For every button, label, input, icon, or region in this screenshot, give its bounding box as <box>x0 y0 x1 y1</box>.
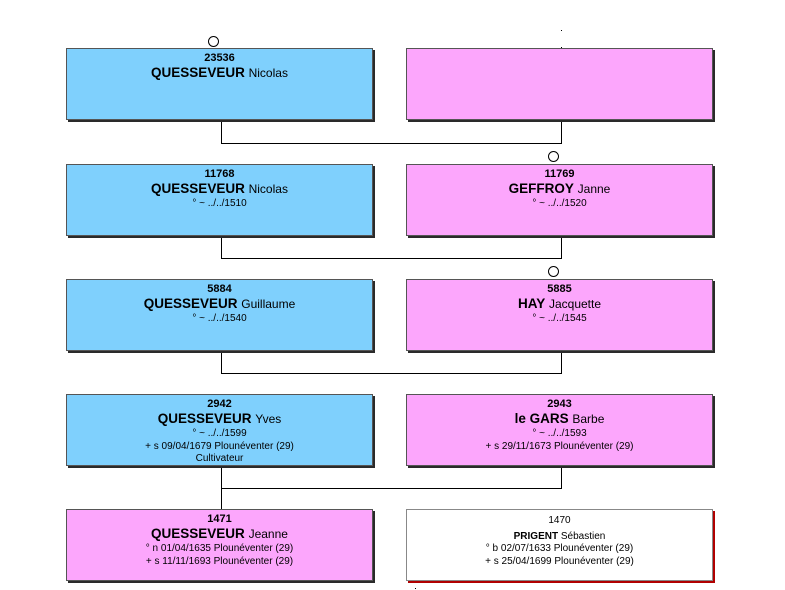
person-box-23536[interactable]: 23536 QUESSEVEUR Nicolas <box>66 48 373 120</box>
surname: QUESSEVEUR <box>157 411 252 426</box>
connector-line <box>221 237 222 259</box>
connector-line <box>561 237 562 259</box>
birth-detail: ° ~ ../../1540 <box>192 313 247 324</box>
surname: QUESSEVEUR <box>151 65 245 80</box>
connector-line <box>221 258 562 259</box>
given-name: Guillaume <box>241 297 296 311</box>
person-name: QUESSEVEUR Yves <box>67 410 372 428</box>
given-name: Jeanne <box>248 527 288 541</box>
connector-line <box>561 467 562 489</box>
sosa-number: 23536 <box>204 52 235 64</box>
connector-line <box>221 352 222 374</box>
given-name: Sébastien <box>560 531 606 542</box>
sosa-number: 2942 <box>207 398 232 410</box>
birth-detail: ° n 01/04/1635 Plounéventer (29) <box>145 543 294 554</box>
person-name: PRIGENT Sébastien <box>407 531 712 543</box>
sosa-number: 2943 <box>547 398 572 410</box>
collapse-circle-icon[interactable] <box>208 36 219 47</box>
person-box-11768[interactable]: 11768 QUESSEVEUR Nicolas ° ~ ../../1510 <box>66 164 373 236</box>
person-box-5885[interactable]: 5885 HAY Jacquette ° ~ ../../1545 <box>406 279 713 351</box>
person-box-2943[interactable]: 2943 le GARS Barbe ° ~ ../../1593 + s 29… <box>406 394 713 466</box>
death-detail: + s 25/04/1699 Plounéventer (29) <box>485 555 634 567</box>
surname: GEFFROY <box>508 181 574 196</box>
person-name: QUESSEVEUR Nicolas <box>67 180 372 198</box>
person-name: HAY Jacquette <box>407 295 712 313</box>
surname: QUESSEVEUR <box>143 296 238 311</box>
surname: QUESSEVEUR <box>151 526 245 541</box>
given-name: Nicolas <box>248 182 288 196</box>
occupation-detail: Cultivateur <box>195 453 244 464</box>
person-name: QUESSEVEUR Nicolas <box>67 64 372 82</box>
surname: PRIGENT <box>513 531 559 542</box>
connector-line <box>221 488 222 509</box>
surname: HAY <box>517 296 546 311</box>
person-box-1470[interactable]: 1470 PRIGENT Sébastien ° b 02/07/1633 Pl… <box>406 509 713 581</box>
connector-line <box>221 122 222 144</box>
person-box-1471[interactable]: 1471 QUESSEVEUR Jeanne ° n 01/04/1635 Pl… <box>66 509 373 581</box>
marker-dot <box>415 588 416 589</box>
person-name: QUESSEVEUR Guillaume <box>67 295 372 313</box>
sosa-number: 11768 <box>204 168 235 180</box>
given-name: Yves <box>255 412 282 426</box>
person-box-11769[interactable]: 11769 GEFFROY Janne ° ~ ../../1520 <box>406 164 713 236</box>
birth-detail: ° ~ ../../1520 <box>532 198 587 209</box>
person-box-empty[interactable] <box>406 48 713 120</box>
person-name: le GARS Barbe <box>407 410 712 428</box>
birth-detail: ° ~ ../../1545 <box>532 313 587 324</box>
birth-detail: ° ~ ../../1510 <box>192 198 247 209</box>
collapse-circle-icon[interactable] <box>548 266 559 277</box>
birth-detail: ° ~ ../../1593 <box>532 428 587 439</box>
surname: QUESSEVEUR <box>151 181 245 196</box>
connector-line <box>221 373 562 374</box>
given-name: Barbe <box>572 412 605 426</box>
sosa-number: 5885 <box>547 283 572 295</box>
surname: le GARS <box>514 411 569 426</box>
sosa-number: 1470 <box>548 515 571 526</box>
connector-line <box>221 488 562 489</box>
death-detail: + s 29/11/1673 Plounéventer (29) <box>485 440 634 452</box>
connector-line <box>221 143 562 144</box>
given-name: Nicolas <box>248 66 288 80</box>
sosa-number: 1471 <box>207 513 232 525</box>
connector-line <box>561 352 562 374</box>
birth-detail: ° ~ ../../1599 <box>192 428 247 439</box>
sosa-number: 5884 <box>207 283 232 295</box>
person-box-2942[interactable]: 2942 QUESSEVEUR Yves ° ~ ../../1599 + s … <box>66 394 373 466</box>
collapse-circle-icon[interactable] <box>548 151 559 162</box>
person-name: GEFFROY Janne <box>407 180 712 198</box>
person-box-5884[interactable]: 5884 QUESSEVEUR Guillaume ° ~ ../../1540 <box>66 279 373 351</box>
person-name: QUESSEVEUR Jeanne <box>67 525 372 543</box>
death-detail: + s 09/04/1679 Plounéventer (29) <box>145 440 294 452</box>
birth-detail: ° b 02/07/1633 Plounéventer (29) <box>485 543 634 554</box>
given-name: Janne <box>577 182 611 196</box>
death-detail: + s 11/11/1693 Plounéventer (29) <box>145 555 294 567</box>
connector-line <box>561 122 562 144</box>
sosa-number: 11769 <box>544 168 575 180</box>
marker-dot <box>561 30 562 31</box>
given-name: Jacquette <box>548 297 602 311</box>
marker-dot <box>561 47 562 48</box>
connector-line <box>221 467 222 489</box>
